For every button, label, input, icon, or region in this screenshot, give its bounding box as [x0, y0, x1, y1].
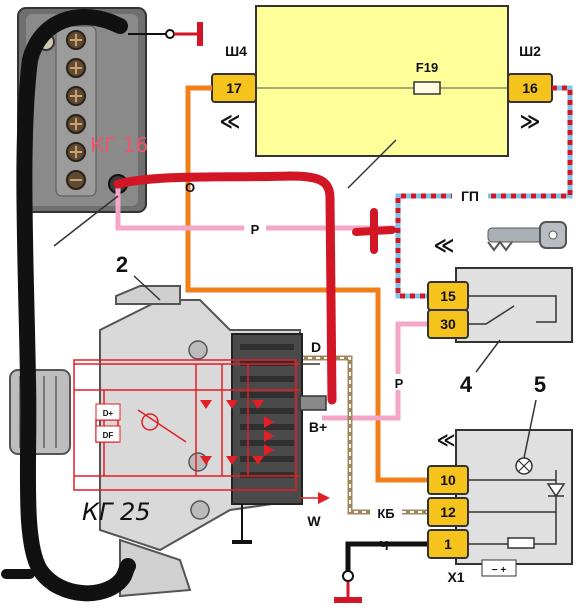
handwritten-bottom: КГ 25 [82, 498, 151, 526]
hand-plus-sign [352, 208, 396, 254]
resistor-icon [507, 537, 535, 549]
connector-x1: X1 [447, 569, 464, 585]
handwritten-top: КГ 16 [90, 133, 148, 157]
battery-symbol-icon [481, 559, 517, 577]
wire-label-orange: О [185, 180, 195, 195]
bplus-terminal-post [299, 395, 327, 411]
fuse-block: F19 [255, 5, 509, 157]
pin-10: 10 [440, 472, 456, 488]
orange-wire [185, 85, 428, 483]
svg-text:− +: − + [492, 565, 507, 576]
pink-wire [115, 184, 398, 231]
alternator-number: 2 [116, 252, 128, 277]
arrow-right-icon: ≫ [520, 111, 541, 133]
relay-number: 4 [460, 372, 473, 397]
arrow-left-icon-2: ≪ [434, 235, 455, 257]
connector-sh2: Ш2 16 ≫ [507, 43, 553, 133]
terminal-d: D [311, 339, 321, 355]
ground-symbol-top [128, 22, 203, 46]
pin-12: 12 [440, 504, 456, 520]
terminal-w: W [307, 513, 321, 529]
wire-label-kb: КБ [377, 506, 394, 521]
cluster-number: 5 [534, 372, 546, 397]
terminal-bplus: B+ [309, 419, 327, 435]
connector-sh4: Ш4 17 ≪ [211, 43, 257, 133]
arrow-left-icon-3: ≪ [437, 430, 456, 450]
pink-wire-2 [322, 321, 428, 421]
pin-30: 30 [440, 316, 456, 332]
wire-label-black: Ч [379, 538, 388, 553]
ignition-key-icon [487, 221, 567, 252]
pin-16: 16 [522, 80, 538, 96]
battery [17, 7, 147, 213]
pin-15: 15 [440, 288, 456, 304]
leader-battery [53, 195, 119, 247]
regulator-dplus: D+ [103, 409, 114, 418]
arrow-left-icon: ≪ [220, 111, 241, 133]
instrument-cluster: ≪ 10 12 1 5 − + X1 [427, 372, 573, 585]
wire-label-pink: Р [251, 222, 260, 237]
diode-icon [546, 483, 566, 498]
wire-label-pink-2: Р [395, 376, 404, 391]
regulator-df: DF [103, 431, 114, 440]
pin-1: 1 [444, 536, 452, 552]
red-power-cable [113, 171, 337, 405]
pin-17: 17 [226, 80, 242, 96]
black-ground-cable [16, 9, 136, 602]
fuse-f19 [413, 81, 441, 95]
wire-label-gp: ГП [461, 188, 479, 204]
svg-text:Ш4: Ш4 [225, 43, 247, 59]
fuse-label: F19 [416, 60, 438, 75]
brown-white-wire [300, 355, 428, 515]
alternator: D+ DF D B+ W 2 [9, 252, 330, 598]
relay-4: 15 30 4 [427, 267, 573, 397]
svg-text:Ш2: Ш2 [519, 43, 541, 59]
black-wire [345, 541, 428, 572]
leader-fuse [347, 139, 397, 189]
